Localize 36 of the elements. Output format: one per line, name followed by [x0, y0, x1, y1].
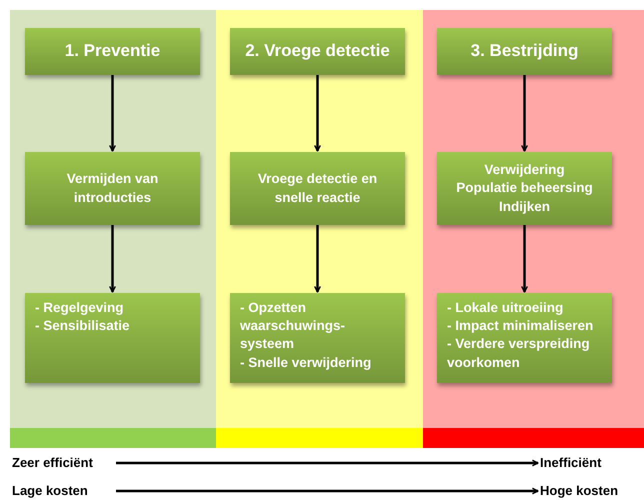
process-box	[230, 152, 405, 225]
list-item: - Snelle verwijdering	[240, 354, 372, 372]
list-item: - Lokale uitroeiing	[447, 299, 564, 317]
box-text: 1. Preventie	[64, 40, 160, 62]
scale-label: Hoge kosten	[540, 482, 640, 500]
list-item: - Impact minimaliseren	[447, 317, 594, 336]
arrow	[521, 225, 528, 293]
box-text: 3. Bestrijding	[470, 40, 578, 62]
box-text: Populatie beheersing	[456, 179, 593, 198]
list-item: - Sensibilisatie	[35, 317, 130, 336]
process-box	[25, 152, 200, 225]
arrow	[109, 75, 116, 152]
box-text: Indijken	[498, 198, 550, 216]
arrow	[116, 488, 539, 494]
box-text: Vroege detectie en snelle reactie	[256, 170, 378, 206]
action-list-box	[25, 293, 200, 383]
process-box	[437, 152, 612, 225]
scale-label: Lage kosten	[12, 482, 116, 500]
list-item: - Verdere verspreiding voorkomen	[447, 335, 591, 372]
arrow	[314, 225, 321, 293]
arrow	[116, 460, 539, 466]
action-list-box	[437, 293, 612, 383]
phase-header-box	[437, 28, 612, 75]
box-text: Vermijden van introducties	[66, 170, 160, 206]
arrow	[314, 75, 321, 152]
scale-label: Zeer efficiënt	[12, 454, 116, 472]
phase-header-box	[25, 28, 200, 75]
arrow	[109, 225, 116, 293]
arrow	[521, 75, 528, 152]
box-text: Verwijdering	[484, 161, 565, 180]
scale-label: Inefficiënt	[540, 454, 630, 472]
list-item: - Regelgeving	[35, 299, 124, 317]
list-item: - Opzetten waarschuwings-systeem	[240, 299, 346, 354]
phase-header-box	[230, 28, 405, 75]
action-list-box	[230, 293, 405, 383]
box-text: 2. Vroege detectie	[245, 40, 390, 62]
